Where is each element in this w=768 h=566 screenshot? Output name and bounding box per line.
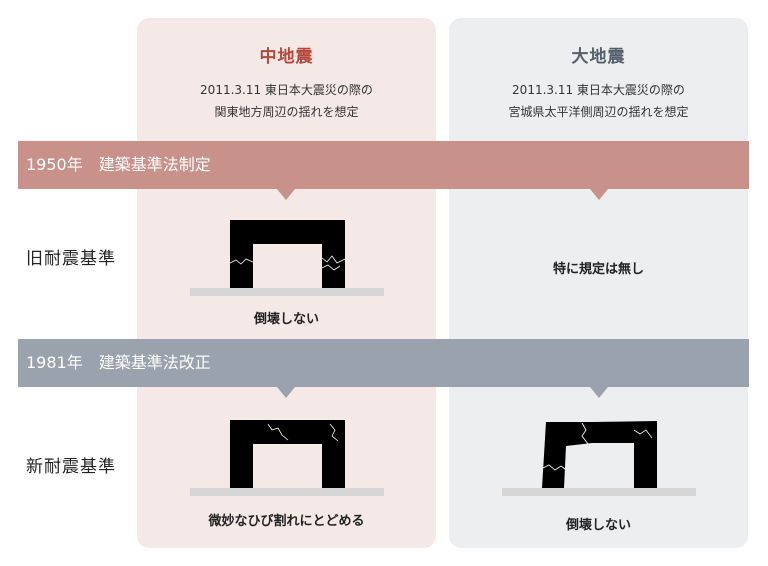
large-desc-line2: 宮城県太平洋側周辺の揺れを想定 (508, 105, 689, 119)
mid-earthquake-description: 2011.3.11 東日本大震災の際の 関東地方周辺の揺れを想定 (137, 79, 436, 123)
building-frame (542, 421, 657, 488)
ground-line (190, 288, 384, 296)
large-old-caption: 特に規定は無し (552, 262, 644, 277)
building-frame-cracked-columns-icon (190, 220, 384, 296)
mid-earthquake-header: 中地震 2011.3.11 東日本大震災の際の 関東地方周辺の揺れを想定 (137, 18, 436, 123)
building-frame (230, 220, 345, 288)
large-new-caption: 倒壊しない (565, 518, 631, 533)
large-earthquake-panel (449, 18, 748, 548)
large-earthquake-description: 2011.3.11 東日本大震災の際の 宮城県太平洋側周辺の揺れを想定 (449, 79, 748, 123)
mid-desc-line1: 2011.3.11 東日本大震災の際の (200, 83, 373, 97)
old-standard-label: 旧耐震基準 (26, 249, 116, 269)
mid-old-caption: 倒壊しない (253, 312, 319, 327)
large-earthquake-header: 大地震 2011.3.11 東日本大震災の際の 宮城県太平洋側周辺の揺れを想定 (449, 18, 748, 123)
band-1950-notch-large (590, 189, 608, 200)
large-earthquake-title: 大地震 (571, 47, 626, 67)
mid-new-caption: 微妙なひび割れにとどめる (208, 514, 365, 529)
ground-line (502, 488, 696, 496)
new-standard-label: 新耐震基準 (26, 457, 116, 477)
band-1981: 1981年 建築基準法改正 (18, 339, 749, 398)
mid-earthquake-panel (137, 18, 436, 548)
building-frame-tilted-icon (502, 421, 696, 496)
band-1950-notch-mid (277, 189, 295, 200)
building-frame (230, 420, 345, 488)
mid-earthquake-title: 中地震 (259, 47, 314, 67)
band-1981-notch-mid (277, 387, 295, 398)
band-1950: 1950年 建築基準法制定 (18, 141, 749, 200)
building-frame-minor-cracks-icon (190, 420, 384, 496)
band-1981-notch-large (590, 387, 608, 398)
band-1950-label: 1950年 建築基準法制定 (26, 155, 211, 174)
large-desc-line1: 2011.3.11 東日本大震災の際の (512, 83, 685, 97)
mid-desc-line2: 関東地方周辺の揺れを想定 (214, 105, 359, 119)
ground-line (190, 488, 384, 496)
band-1981-label: 1981年 建築基準法改正 (26, 353, 211, 372)
